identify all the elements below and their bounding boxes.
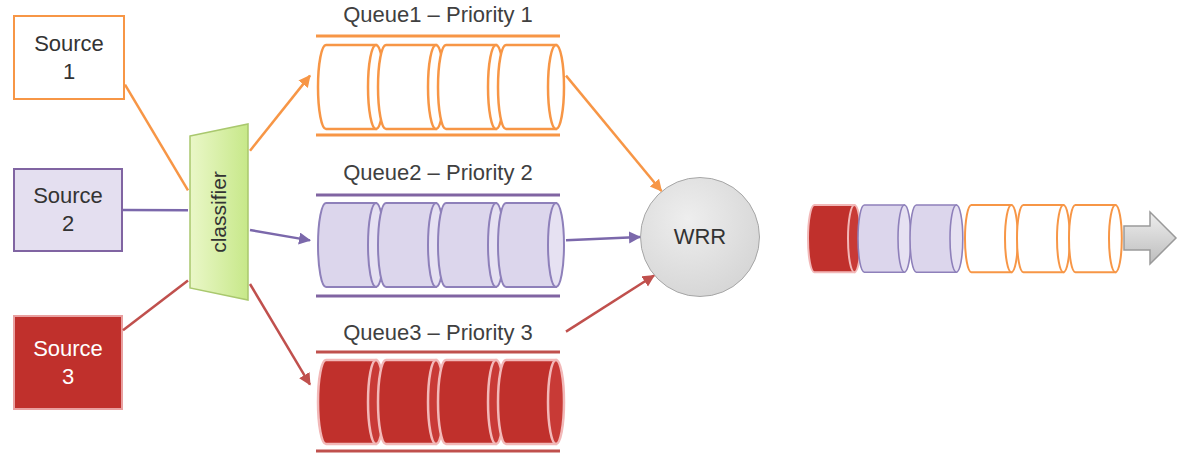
node-label: WRR (674, 224, 727, 250)
packet-cylinder (910, 205, 963, 272)
queue-rail (316, 351, 560, 354)
node-label: Source 2 (28, 182, 108, 238)
packet-cylinder (438, 360, 504, 444)
priority-queue: Queue1 – Priority 1 (310, 0, 566, 140)
source-box: Source 1 (13, 15, 125, 100)
flow-connector (250, 76, 310, 151)
packet-cylinder (318, 45, 384, 129)
flow-connector (123, 280, 188, 330)
output-arrow (1124, 212, 1176, 264)
packet-cylinder (498, 203, 564, 287)
node-label: Source 3 (28, 335, 108, 391)
packet-cylinder (318, 203, 384, 287)
queue-rail (316, 450, 560, 453)
flow-connector (123, 209, 188, 212)
queue-rail (316, 134, 560, 137)
classifier-trapezoid (190, 124, 248, 300)
classifier-shape: classifier (188, 122, 250, 302)
packet-cylinder (378, 203, 444, 287)
packet-cylinder (858, 205, 911, 272)
packet-cylinder (1069, 205, 1122, 272)
priority-queue: Queue2 – Priority 2 (310, 158, 566, 300)
node-label: Source 1 (29, 30, 109, 86)
node-label: classifier (207, 171, 231, 253)
source-box: Source 2 (13, 168, 123, 252)
queue-heading: Queue1 – Priority 1 (343, 1, 533, 29)
queue-rail (316, 295, 560, 298)
packet-cylinder (808, 205, 861, 272)
flow-connector (250, 284, 310, 385)
packet-cylinder (438, 203, 504, 287)
queue-heading: Queue3 – Priority 3 (343, 319, 533, 347)
packet-cylinder (1017, 205, 1070, 272)
flow-connector (566, 276, 654, 332)
packet-cylinder (965, 205, 1018, 272)
packet-cylinder (318, 360, 384, 444)
flow-connector (125, 85, 188, 191)
scheduler-circle: WRR (640, 177, 760, 297)
packet-cylinder (438, 45, 504, 129)
flow-connector (566, 76, 661, 191)
queue-heading: Queue2 – Priority 2 (343, 159, 533, 187)
priority-queue: Queue3 – Priority 3 (310, 318, 566, 454)
flow-connector (250, 230, 310, 240)
queue-rail (316, 194, 560, 197)
flow-connector (566, 237, 640, 240)
queue-rail (316, 35, 560, 38)
packet-cylinder (378, 360, 444, 444)
packet-cylinder (498, 45, 564, 129)
source-box: Source 3 (13, 315, 123, 410)
packet-cylinder (498, 360, 564, 444)
packet-cylinder (378, 45, 444, 129)
